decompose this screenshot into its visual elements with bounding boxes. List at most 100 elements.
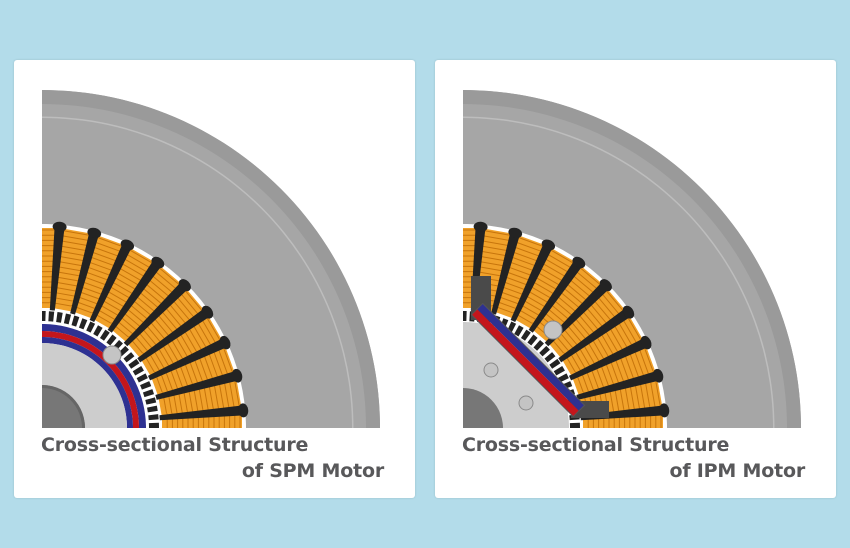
tooth-tip — [572, 256, 586, 269]
tooth-tip — [178, 279, 191, 292]
tooth-tip — [438, 221, 453, 232]
coil-winding — [201, 318, 217, 345]
coil-winding — [87, 260, 115, 272]
spm-motor-panel: Cross-sectional Structure of SPM Motor — [14, 60, 415, 498]
coil-winding — [604, 360, 616, 389]
coil-body — [546, 289, 625, 361]
rotor-hole — [483, 362, 499, 378]
tooth-body — [510, 242, 553, 323]
coil-winding — [156, 312, 176, 336]
coil-winding — [638, 348, 650, 376]
coil-winding — [543, 257, 570, 274]
coil-winding — [172, 299, 192, 323]
tooth-tip — [219, 335, 231, 350]
coil-winding — [481, 240, 510, 247]
tooth-shoe — [142, 389, 155, 398]
coil-winding — [565, 282, 589, 302]
coil-winding — [516, 236, 545, 248]
tooth-body — [107, 259, 162, 333]
coil-winding — [600, 292, 621, 316]
coil-winding — [178, 331, 195, 358]
coil-winding — [585, 306, 605, 329]
coil-winding — [95, 236, 124, 248]
tooth-body — [89, 242, 132, 323]
coil-winding — [81, 275, 110, 287]
coil-winding — [624, 353, 635, 382]
rotor-hole — [543, 320, 563, 340]
coil-winding — [515, 241, 543, 253]
tooth-body — [576, 370, 660, 400]
coil-winding — [546, 253, 573, 269]
tooth-body — [137, 308, 211, 363]
coil-winding — [619, 385, 626, 415]
coil-body — [109, 266, 181, 345]
coil-winding — [643, 346, 655, 375]
stator-back-iron — [42, 90, 380, 428]
coil-winding — [525, 289, 552, 305]
coil-winding — [54, 270, 84, 277]
coil-winding — [169, 336, 186, 363]
coil-winding — [654, 379, 662, 408]
coil-winding — [154, 270, 178, 291]
coil-winding — [595, 334, 611, 361]
coil-winding — [634, 382, 641, 412]
coil-winding — [599, 362, 611, 391]
tooth-shoe — [32, 311, 38, 321]
coil-winding — [120, 262, 147, 278]
stator-tooth — [89, 239, 135, 323]
coil-winding — [117, 266, 144, 283]
coil-winding — [558, 290, 582, 310]
coil-winding — [573, 316, 593, 339]
stator-tooth — [17, 221, 39, 311]
coil-winding — [53, 276, 83, 283]
coil-winding — [506, 265, 534, 277]
coil-winding — [61, 235, 90, 242]
tooth-shoe — [527, 334, 538, 346]
tooth-tip — [87, 227, 102, 239]
tooth-body — [558, 308, 632, 363]
magnet-south-layer — [42, 331, 139, 428]
coil-body — [511, 248, 575, 331]
coil-winding — [504, 270, 533, 282]
coil-winding — [196, 321, 213, 348]
coil-winding — [147, 278, 171, 298]
coil-winding — [538, 266, 565, 283]
coil-winding — [599, 331, 616, 358]
coil-winding — [125, 253, 152, 269]
tooth-tip — [201, 305, 214, 319]
tooth-shoe — [106, 334, 117, 346]
airgap-ring — [42, 310, 160, 428]
coil-winding — [193, 357, 205, 385]
tooth-shoe — [93, 325, 103, 337]
tooth-tip — [541, 239, 556, 251]
coil-winding — [160, 309, 180, 333]
tooth-shoe — [553, 365, 565, 376]
coil-winding — [141, 286, 164, 306]
magnet-outline — [470, 302, 586, 418]
coil-winding — [633, 350, 645, 378]
coil-winding — [104, 289, 131, 305]
coil-winding — [233, 379, 241, 408]
coil-body — [125, 289, 204, 361]
tooth-shoe — [56, 312, 63, 323]
tooth-body — [70, 231, 100, 315]
coil-winding — [178, 362, 190, 391]
coil-winding — [649, 380, 656, 409]
rotor-hole — [518, 395, 534, 411]
coil-winding — [628, 351, 640, 380]
coil-winding — [482, 235, 511, 242]
tooth-body — [159, 405, 244, 421]
coil — [546, 289, 625, 361]
shaft-edge — [42, 385, 85, 428]
tooth-shoe — [128, 358, 140, 369]
coil-winding — [60, 240, 89, 247]
ipm-motor-cross-section — [438, 90, 801, 428]
coil-winding — [62, 229, 91, 237]
coil-winding — [477, 260, 507, 267]
tooth-shoe — [539, 345, 550, 357]
stator-coils — [17, 221, 249, 428]
coil-winding — [528, 284, 555, 301]
coil-winding — [115, 271, 141, 287]
tooth-shoe — [145, 397, 157, 405]
coil-winding — [151, 274, 175, 294]
